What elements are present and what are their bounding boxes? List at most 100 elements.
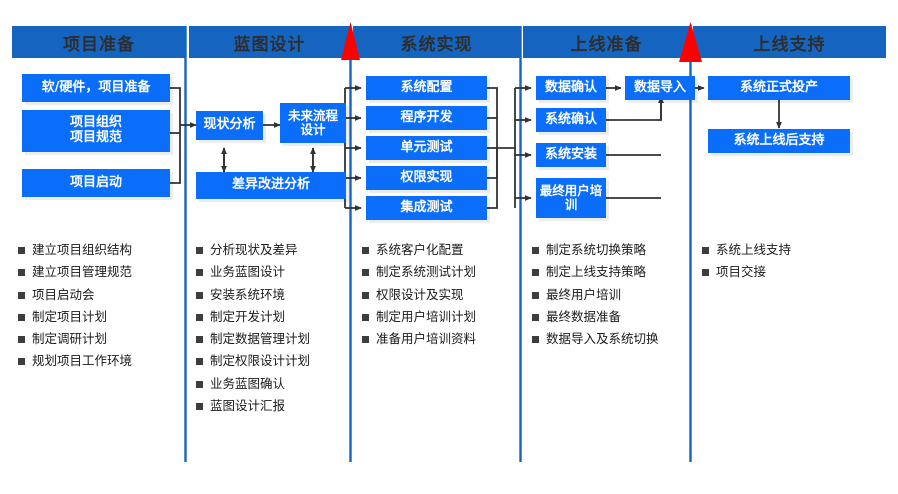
list-item-label: 系统上线支持: [716, 242, 792, 257]
list-item: 业务蓝图确认: [196, 375, 310, 391]
box-label: 项目组织项目规范: [69, 115, 122, 145]
box-label: 系统安装: [544, 146, 597, 162]
list-item-label: 建立项目组织结构: [32, 242, 133, 257]
list-item-label: 制定系统切换策略: [546, 242, 647, 257]
bullet-square-icon: [362, 247, 369, 254]
phase-header-prep[interactable]: 项目准备: [12, 26, 186, 58]
list-item: 制定项目计划: [18, 308, 132, 324]
bullet-square-icon: [196, 358, 203, 366]
list-item-label: 规划项目工作环境: [32, 353, 133, 369]
list-item: 权限设计及实现: [362, 286, 476, 302]
bullets-realize: 系统客户化配置制定系统测试计划权限设计及实现制定用户培训计划准备用户培训资料: [362, 243, 476, 354]
bullet-square-icon: [702, 247, 709, 254]
list-item: 数据导入及系统切换: [532, 332, 659, 346]
box-realize-system-config[interactable]: 系统配置: [366, 76, 487, 100]
box-label: 软/硬件，项目准备: [41, 79, 151, 95]
box-prep-kickoff[interactable]: 项目启动: [22, 169, 170, 197]
list-item: 最终用户培训: [532, 286, 659, 302]
box-realize-auth[interactable]: 权限实现: [366, 166, 487, 190]
bullet-square-icon: [532, 336, 539, 343]
box-label: 权限实现: [400, 169, 453, 185]
list-item-label: 数据导入及系统切换: [546, 331, 659, 346]
box-support-go-live[interactable]: 系统正式投产: [708, 76, 850, 100]
box-label: 程序开发: [400, 109, 453, 125]
list-item-label: 项目启动会: [32, 286, 95, 302]
bullet-square-icon: [362, 291, 369, 299]
box-prep-data-import[interactable]: 数据导入: [625, 76, 695, 100]
phase-header-golive-prep[interactable]: 上线准备: [523, 26, 690, 58]
bullet-square-icon: [18, 358, 25, 366]
list-item-label: 最终数据准备: [546, 308, 622, 324]
phase-header-golive-support[interactable]: 上线支持: [693, 26, 886, 58]
list-item: 建立项目管理规范: [18, 265, 132, 279]
bullet-square-icon: [532, 247, 539, 254]
phase-header-label: 蓝图设计: [233, 34, 306, 55]
bullet-square-icon: [532, 291, 539, 299]
list-item-label: 制定项目计划: [32, 308, 108, 324]
phase-header-label: 项目准备: [63, 34, 135, 55]
list-item: 制定系统测试计划: [362, 265, 476, 279]
box-label: 系统正式投产: [739, 79, 818, 95]
box-label: 集成测试: [400, 199, 453, 215]
connector-realize-to-goliveprep: [487, 85, 532, 209]
box-label: 数据确认: [544, 79, 597, 95]
list-item: 系统客户化配置: [362, 243, 476, 257]
list-item-label: 权限设计及实现: [376, 286, 464, 302]
list-item-label: 蓝图设计汇报: [210, 397, 286, 413]
list-item: 最终数据准备: [532, 308, 659, 324]
bullet-square-icon: [196, 313, 203, 321]
list-item: 准备用户培训资料: [362, 332, 476, 346]
box-prep-system-install[interactable]: 系统安装: [536, 143, 606, 167]
box-blueprint-gap-analysis[interactable]: 差异改进分析: [196, 172, 346, 199]
list-item: 制定用户培训计划: [362, 309, 476, 324]
bullets-golive-prep: 制定系统切换策略制定上线支持策略最终用户培训最终数据准备数据导入及系统切换: [532, 243, 659, 354]
bullet-square-icon: [18, 313, 25, 321]
phase-header-band: 项目准备 蓝图设计 系统实现 上线准备 上线支持: [12, 26, 886, 58]
list-item-label: 系统客户化配置: [376, 242, 464, 257]
list-item-label: 制定数据管理计划: [210, 331, 311, 346]
list-item-label: 准备用户培训资料: [376, 331, 477, 346]
bullet-square-icon: [532, 269, 539, 277]
bullet-square-icon: [196, 336, 203, 343]
box-prep-data-confirm[interactable]: 数据确认: [536, 76, 606, 100]
bullet-square-icon: [362, 269, 369, 277]
box-prep-system-confirm[interactable]: 系统确认: [536, 108, 606, 132]
bullet-square-icon: [18, 291, 25, 299]
box-support-post-go-live[interactable]: 系统上线后支持: [708, 129, 850, 153]
phase-header-blueprint[interactable]: 蓝图设计: [189, 26, 350, 58]
box-label: 单元测试: [400, 139, 453, 155]
box-prep-enduser-training[interactable]: 最终用户培训: [536, 178, 606, 218]
connector-prep-to-blueprint: [170, 87, 197, 184]
list-item: 建立项目组织结构: [18, 243, 132, 257]
list-item: 业务蓝图设计: [196, 265, 310, 279]
list-item: 蓝图设计汇报: [196, 397, 310, 413]
list-item: 制定上线支持策略: [532, 265, 659, 279]
list-item-label: 建立项目管理规范: [32, 264, 133, 280]
list-item: 制定调研计划: [18, 332, 132, 346]
box-realize-integration-test[interactable]: 集成测试: [366, 196, 487, 220]
list-item-label: 项目交接: [716, 264, 767, 280]
bullet-square-icon: [362, 313, 369, 321]
bullet-square-icon: [702, 269, 709, 277]
box-label: 差异改进分析: [231, 177, 310, 193]
box-realize-unit-test[interactable]: 单元测试: [366, 136, 487, 160]
bullet-square-icon: [18, 269, 25, 277]
box-blueprint-as-is[interactable]: 现状分析: [196, 111, 263, 140]
box-label: 系统上线后支持: [733, 132, 825, 148]
list-item: 制定开发计划: [196, 309, 310, 324]
phase-header-label: 系统实现: [400, 34, 473, 55]
box-blueprint-to-be[interactable]: 未来流程设计: [280, 103, 346, 143]
box-prep-org-standard[interactable]: 项目组织项目规范: [22, 110, 170, 152]
bullets-golive-support: 系统上线支持项目交接: [702, 243, 791, 288]
box-prep-hw-sw[interactable]: 软/硬件，项目准备: [22, 74, 170, 102]
list-item-label: 业务蓝图确认: [210, 375, 286, 391]
phase-header-realize[interactable]: 系统实现: [353, 26, 520, 58]
list-item-label: 最终用户培训: [546, 286, 622, 302]
bullet-square-icon: [362, 336, 369, 343]
box-realize-program-dev[interactable]: 程序开发: [366, 106, 487, 130]
bullet-square-icon: [18, 247, 25, 254]
bullet-square-icon: [18, 336, 25, 343]
bullet-square-icon: [196, 380, 203, 388]
list-item-label: 制定上线支持策略: [546, 264, 647, 280]
list-item-label: 业务蓝图设计: [210, 264, 286, 280]
